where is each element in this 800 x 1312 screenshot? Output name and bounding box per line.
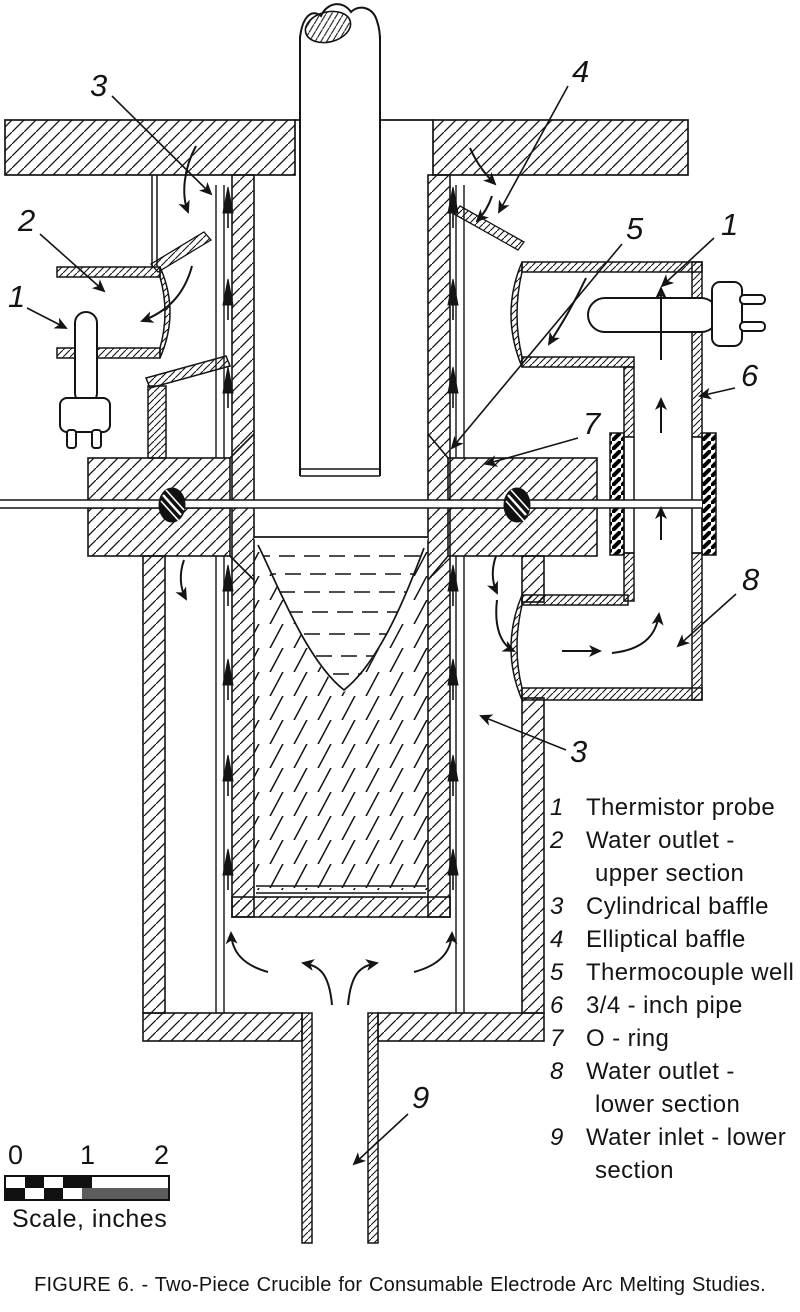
callout-3-lower: 3 bbox=[570, 734, 587, 769]
water-inlet-pipe bbox=[301, 1012, 379, 1244]
callout-9: 9 bbox=[412, 1080, 429, 1115]
legend-item-4: 4 Elliptical baffle bbox=[550, 923, 798, 956]
scale-tick-0: 0 bbox=[8, 1140, 24, 1170]
pipe-thread-band-left bbox=[609, 432, 625, 556]
legend-item-label: Water inlet - lower bbox=[586, 1124, 787, 1151]
legend-item-6: 6 3/4 - inch pipe bbox=[550, 989, 798, 1022]
melt-pool bbox=[254, 538, 428, 692]
legend-item-number: 3 bbox=[550, 893, 564, 920]
bottom-plate bbox=[142, 1012, 545, 1042]
flange-joint bbox=[87, 433, 598, 581]
legend-item-label: Thermocouple well bbox=[586, 959, 795, 986]
callout-3-upper: 3 bbox=[90, 68, 107, 103]
legend-item-label: Elliptical baffle bbox=[586, 926, 746, 953]
scale-bar-graphic bbox=[4, 1175, 170, 1201]
legend-item-label: 3/4 - inch pipe bbox=[586, 992, 743, 1019]
legend-item-7: 7 O - ring bbox=[550, 1022, 798, 1055]
callout-8: 8 bbox=[742, 562, 760, 597]
scale-caption: Scale, inches bbox=[12, 1205, 168, 1233]
legend-item-number: 9 bbox=[550, 1124, 564, 1151]
figure-caption: FIGURE 6. - Two-Piece Crucible for Consu… bbox=[34, 1274, 766, 1296]
o-ring-right bbox=[503, 487, 531, 523]
callout-1-right: 1 bbox=[721, 207, 738, 242]
chamber-floor-baffle bbox=[144, 355, 232, 389]
thermistor-probe-right bbox=[587, 281, 766, 347]
pipe-thread-band-right bbox=[701, 432, 717, 556]
callout-2: 2 bbox=[17, 203, 35, 238]
o-ring-left bbox=[158, 487, 186, 523]
callout-labels: 3 4 2 1 5 1 6 7 8 3 9 bbox=[8, 54, 760, 1115]
pipe-3-4-inch bbox=[609, 366, 717, 556]
scale-bar: 0 1 2 Scale, inches bbox=[4, 1140, 184, 1234]
legend-item-number: 2 bbox=[550, 827, 564, 854]
legend-item-number: 5 bbox=[550, 959, 564, 986]
legend-item-5: 5 Thermocouple well bbox=[550, 956, 798, 989]
legend-item-3: 3 Cylindrical baffle bbox=[550, 890, 798, 923]
legend-item-1: 1 Thermistor probe bbox=[550, 791, 798, 824]
callout-6: 6 bbox=[741, 358, 759, 393]
legend-item-number: 1 bbox=[550, 794, 564, 821]
legend-item-number: 8 bbox=[550, 1058, 564, 1085]
callout-leaders bbox=[26, 85, 737, 1166]
legend-item-label: Thermistor probe bbox=[586, 794, 776, 821]
legend-item-label: O - ring bbox=[586, 1025, 670, 1052]
ingot bbox=[254, 536, 428, 894]
upper-right-chamber bbox=[510, 261, 703, 438]
thermistor-probe-left bbox=[59, 311, 111, 449]
legend-item-label: Water outlet - bbox=[586, 1058, 735, 1085]
upper-left-outlet-assembly bbox=[56, 175, 232, 459]
legend-item-label: Water outlet - bbox=[586, 827, 735, 854]
scale-tick-2: 2 bbox=[154, 1140, 170, 1170]
electrode-break-section bbox=[304, 10, 352, 44]
scale-tick-1: 1 bbox=[80, 1140, 96, 1170]
legend-item-number: 6 bbox=[550, 992, 564, 1019]
legend-item-label: Cylindrical baffle bbox=[586, 893, 769, 920]
lower-outlet-elbow bbox=[510, 552, 703, 701]
callout-4: 4 bbox=[572, 54, 589, 89]
callout-7: 7 bbox=[583, 406, 602, 441]
flow-arrows bbox=[140, 145, 667, 1006]
thermocouple-well bbox=[0, 499, 702, 509]
legend-item-number: 4 bbox=[550, 926, 564, 953]
legend-item-number: 7 bbox=[550, 1025, 564, 1052]
electrode-rod bbox=[299, 3, 381, 477]
callout-1-left: 1 bbox=[8, 279, 25, 314]
scale-tick-labels: 0 1 2 bbox=[4, 1140, 184, 1172]
top-flange-plate bbox=[4, 119, 689, 176]
callout-5: 5 bbox=[626, 211, 644, 246]
crucible-bottom bbox=[231, 896, 451, 918]
